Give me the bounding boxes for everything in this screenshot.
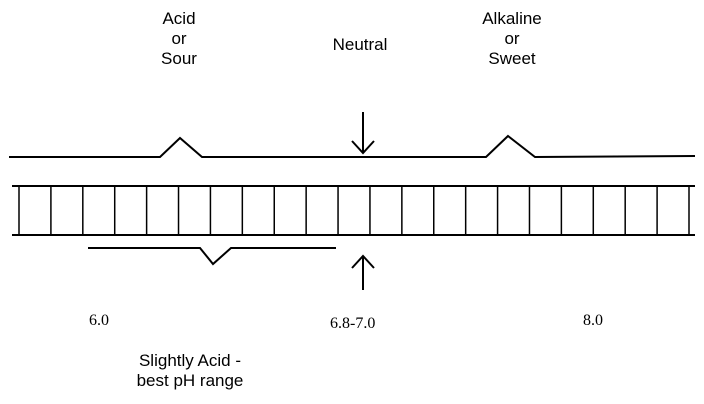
best-range-label: Slightly Acid - best pH range <box>136 351 244 390</box>
best-range-bracket <box>88 247 336 266</box>
ph-value-neutral: 6.8-7.0 <box>330 315 376 332</box>
ph-ruler <box>12 185 695 236</box>
alkaline-label: Alkaline or Sweet <box>482 9 542 68</box>
upper-bracket-line <box>9 134 696 159</box>
neutral-label: Neutral <box>332 35 388 54</box>
neutral-up-arrow <box>351 254 375 290</box>
ruler-ticks <box>18 187 690 234</box>
acid-label: Acid or Sour <box>161 9 197 68</box>
neutral-down-arrow <box>351 112 375 155</box>
ph-value-low: 6.0 <box>89 312 109 329</box>
ph-value-high: 8.0 <box>583 312 603 329</box>
